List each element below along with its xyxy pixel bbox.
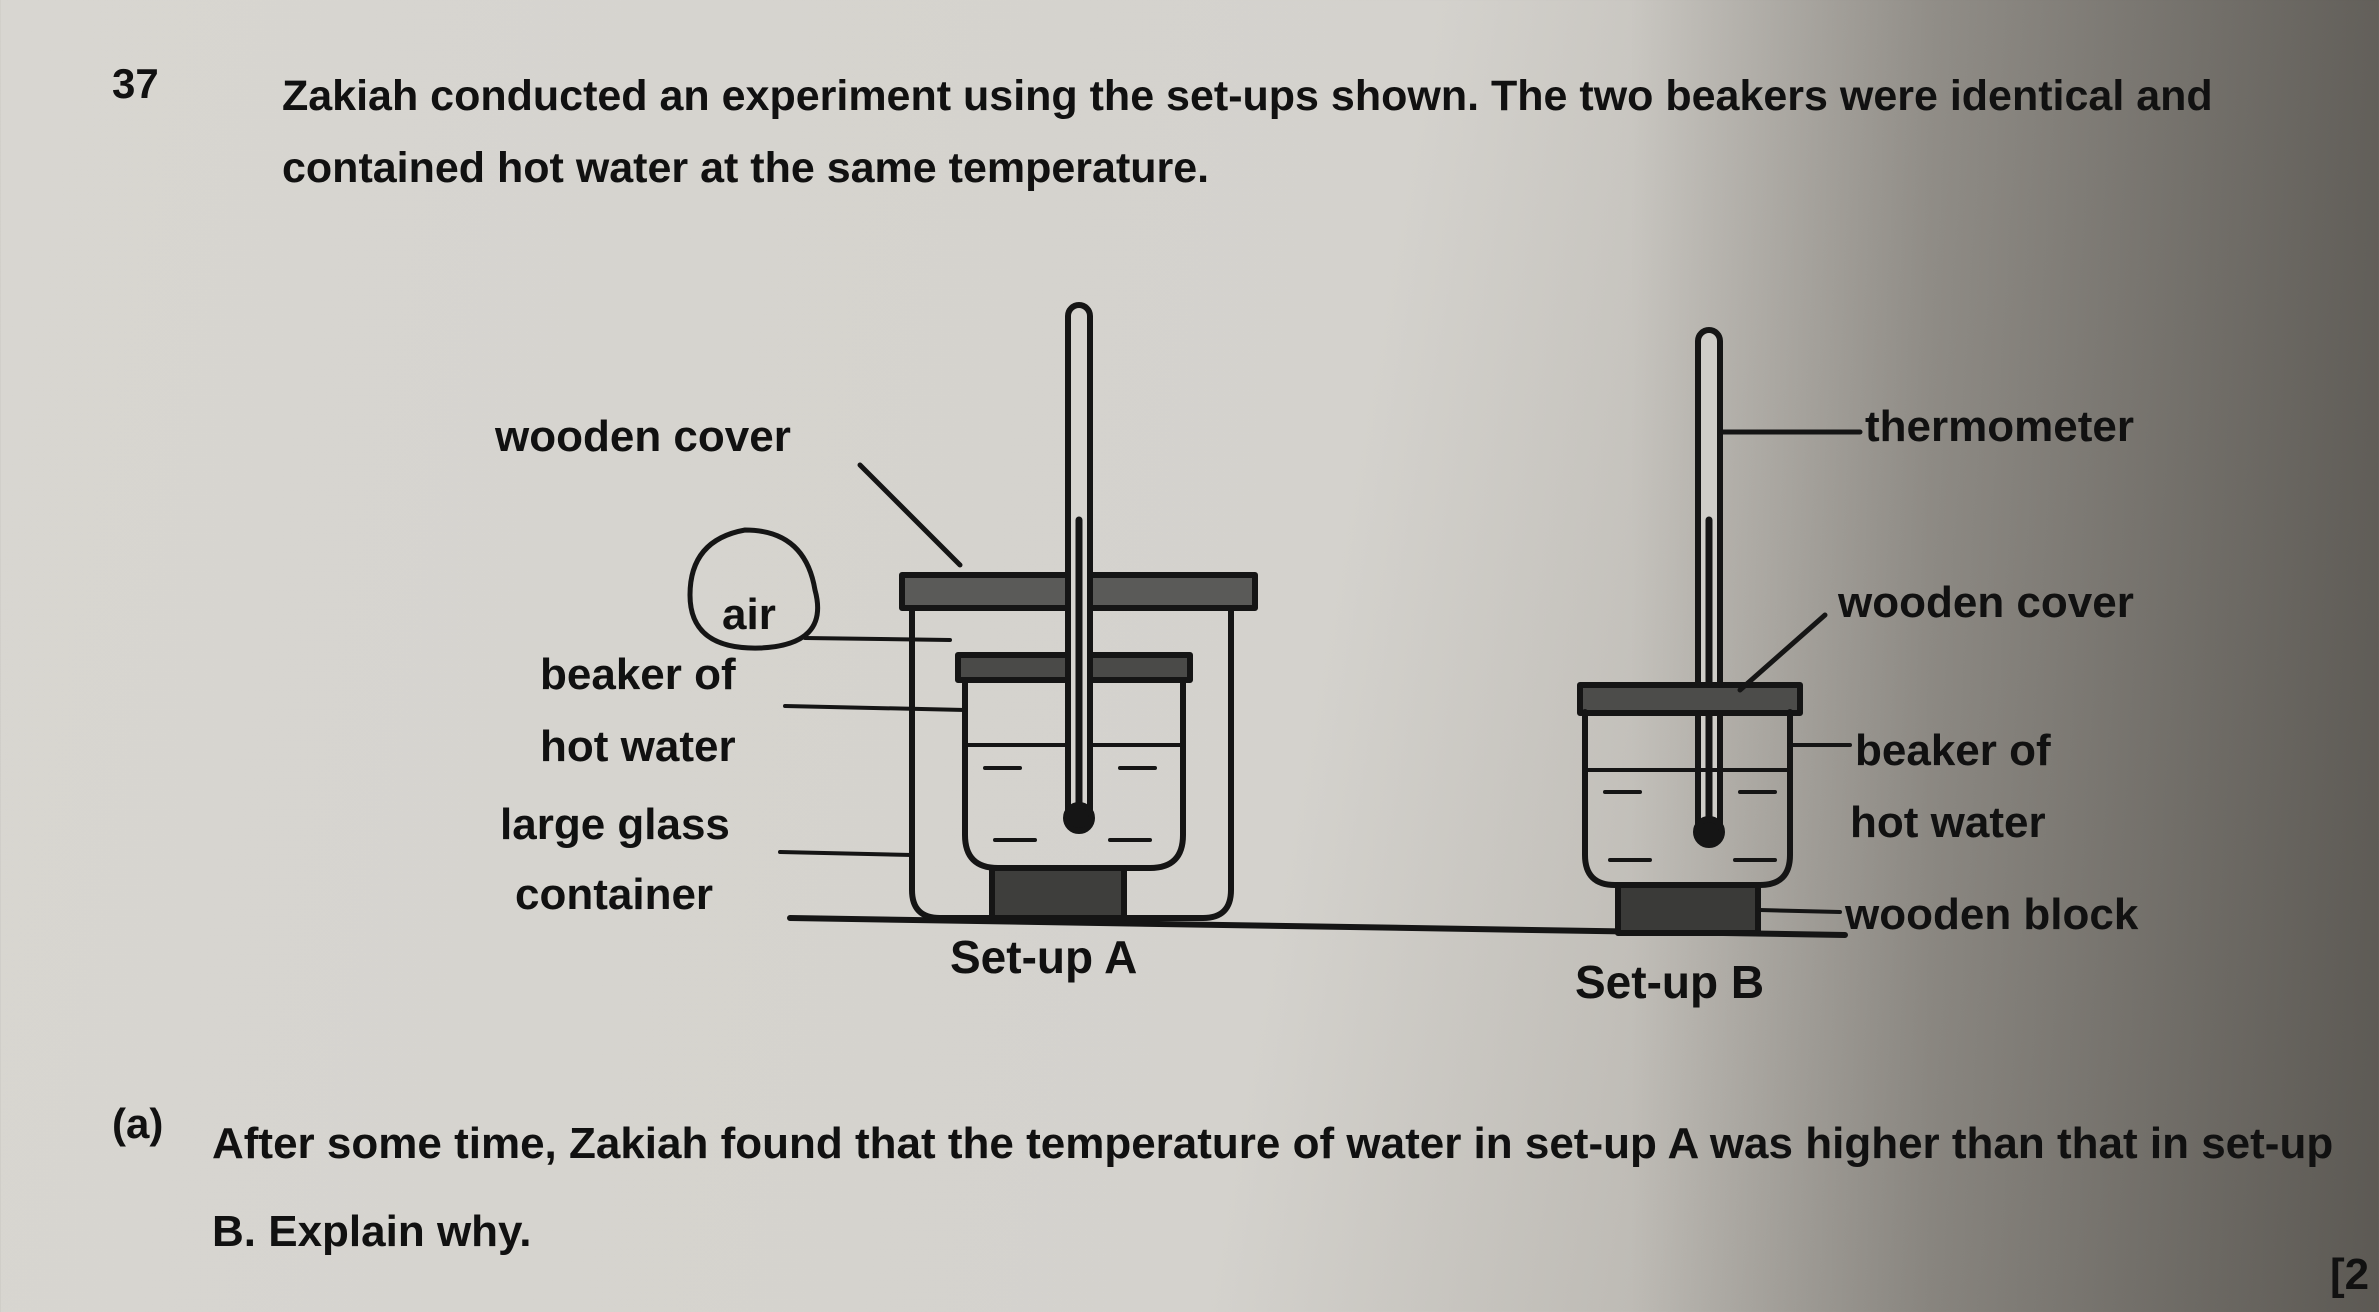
label-container-line2: container — [515, 870, 714, 919]
question-number: 37 — [112, 60, 159, 107]
wooden-cover-b — [1577, 682, 1803, 716]
question-text: Zakiah conducted an experiment using the… — [282, 72, 2213, 192]
label-wooden-cover-a: wooden cover — [495, 412, 791, 461]
label-beaker-b-line2: hot water — [1850, 798, 2046, 847]
part-a-text: After some time, Zakiah found that the t… — [212, 1119, 2334, 1256]
label-beaker-a-line2: hot water — [540, 722, 736, 771]
label-beaker-a-line1: beaker of — [540, 650, 736, 699]
label-air: air — [722, 590, 776, 639]
label-wooden-block: wooden block — [1845, 890, 2139, 939]
wooden-block-a — [989, 865, 1127, 921]
part-a-label: (a) — [112, 1100, 164, 1147]
label-container-line1: large glass — [500, 800, 730, 849]
label-beaker-b-line1: beaker of — [1855, 726, 2051, 775]
photo-shadow — [1630, 0, 2379, 1312]
label-wooden-cover-b: wooden cover — [1838, 578, 2134, 627]
air-region — [687, 527, 821, 651]
part-a-marks: [2 — [2330, 1250, 2370, 1299]
label-thermometer: thermometer — [1865, 402, 2134, 451]
caption-setup-a: Set-up A — [950, 931, 1138, 983]
caption-setup-b: Set-up B — [1575, 956, 1765, 1008]
wooden-block-b — [1615, 882, 1761, 936]
